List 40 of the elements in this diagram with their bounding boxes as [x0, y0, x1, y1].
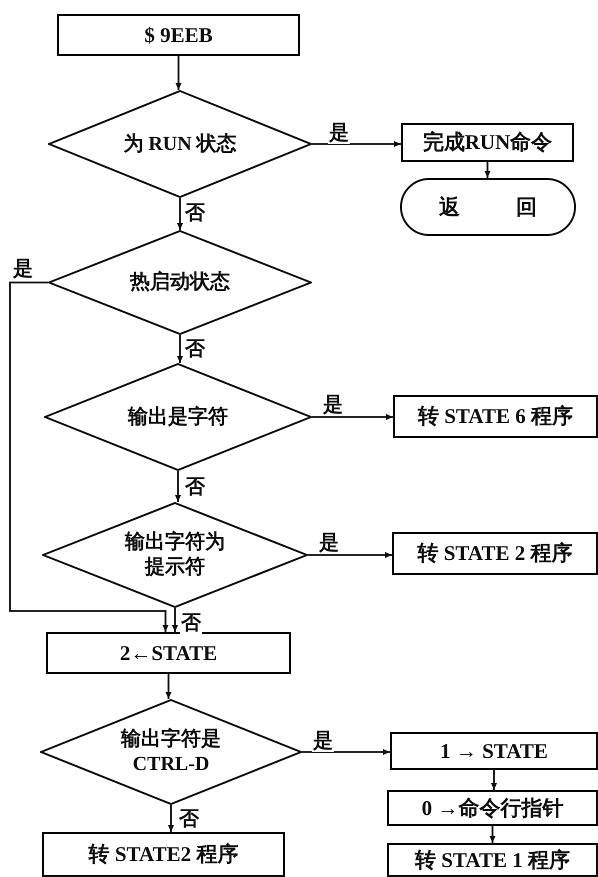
edge-label: 是 [322, 394, 344, 416]
edge-label: 否 [180, 612, 202, 634]
decision-diamond: 输出字符为提示符 [42, 502, 308, 608]
process-box: 完成RUN命令 [401, 123, 574, 162]
process-box: 转 STATE2 程序 [42, 832, 285, 877]
edge-label: 否 [178, 808, 200, 830]
arrow [177, 198, 183, 230]
process-box: 转 STATE 1 程序 [387, 843, 598, 877]
arrow [175, 471, 181, 502]
terminal-box: 返 回 [400, 178, 576, 236]
arrow [490, 826, 496, 843]
arrow [166, 674, 172, 699]
edge-label: 否 [184, 202, 206, 224]
process-box: 转 STATE 6 程序 [393, 395, 598, 438]
edge-label: 是 [12, 258, 34, 280]
edge-label: 否 [184, 338, 206, 360]
process-box: 0 →命令行指针 [387, 790, 598, 826]
decision-diamond: 输出是字符 [44, 363, 312, 471]
edge-label: 是 [312, 730, 334, 752]
arrow [312, 141, 401, 147]
decision-diamond: 为 RUN 状态 [48, 90, 312, 198]
arrow [491, 770, 497, 790]
arrow [308, 552, 392, 558]
arrow [484, 162, 490, 178]
arrow [302, 749, 390, 755]
edge-label: 否 [184, 476, 206, 498]
process-box: 转 STATE 2 程序 [392, 532, 598, 575]
arrow [176, 56, 182, 90]
process-box: 2←STATE [46, 632, 291, 674]
arrow [168, 805, 174, 832]
edge-label: 是 [328, 122, 350, 144]
decision-diamond: 热启动状态 [48, 230, 312, 335]
process-box: 1 → STATE [390, 732, 598, 770]
arrow [172, 608, 178, 632]
decision-diamond: 输出字符是 CTRL-D [40, 699, 302, 805]
process-box: $ 9EEB [57, 14, 300, 56]
edge-label: 是 [318, 532, 340, 554]
arrow [177, 335, 183, 363]
arrow [312, 414, 393, 420]
arrow [9, 282, 168, 632]
